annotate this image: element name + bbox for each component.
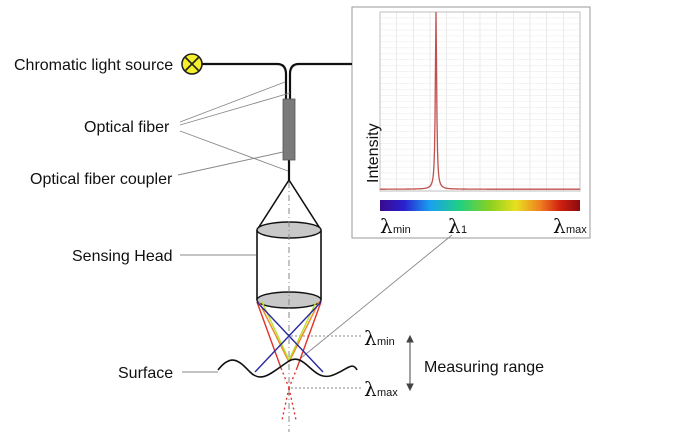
x-tick-lambda-min: λ min: [380, 214, 411, 238]
svg-text:λ: λ: [364, 377, 377, 401]
focus-rays: [254, 301, 324, 421]
label-optical-fiber: Optical fiber: [84, 119, 170, 136]
wavelength-colorbar: [380, 200, 580, 211]
label-coupler: Optical fiber coupler: [30, 171, 173, 188]
label-light-source: Chromatic light source: [14, 57, 173, 74]
spectrum-peak-line: [380, 11, 580, 190]
svg-text:λ: λ: [553, 214, 566, 238]
svg-text:λ: λ: [448, 214, 461, 238]
x-tick-lambda-max: λ max: [553, 214, 587, 238]
light-source: [181, 53, 203, 75]
svg-text:λ: λ: [364, 326, 377, 350]
surface-profile: [217, 358, 358, 378]
plot-area: [379, 11, 581, 192]
chart-frame: [351, 6, 591, 239]
label-measuring-range: Measuring range: [424, 359, 544, 376]
svg-text:min: min: [377, 336, 395, 348]
svg-text:min: min: [393, 224, 411, 236]
leader-lines: [177, 81, 453, 389]
svg-text:max: max: [377, 387, 398, 399]
svg-text:1: 1: [461, 224, 467, 236]
x-tick-lambda-1: λ 1: [448, 214, 467, 238]
spectrum-chart: Intensity λ min λ 1 λ max: [351, 6, 591, 239]
svg-text:λ: λ: [380, 214, 393, 238]
label-surface: Surface: [118, 365, 173, 382]
label-sensing-head: Sensing Head: [72, 248, 173, 265]
optical-fibers: [202, 62, 352, 180]
measuring-range-arrow: [406, 334, 414, 392]
chart-grid: [380, 12, 580, 191]
svg-text:max: max: [566, 224, 587, 236]
fiber-coupler: [282, 98, 296, 161]
y-axis-label: Intensity: [365, 123, 382, 183]
lambda-min-marker: λ min: [364, 326, 395, 350]
lambda-max-marker: λ max: [364, 377, 398, 401]
